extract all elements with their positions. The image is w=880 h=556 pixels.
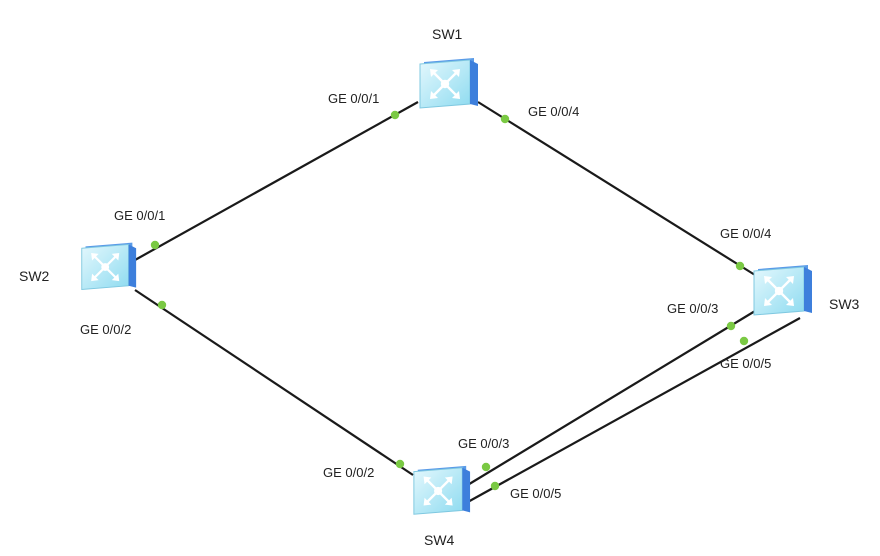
port-label-sw4-ge002: GE 0/0/2 (323, 465, 375, 480)
port-dot-sw1-ge001[interactable] (390, 110, 400, 120)
port-dot-sw3-ge003[interactable] (726, 321, 736, 331)
link-sw1-sw3[interactable] (477, 101, 756, 276)
port-dot-sw1-ge004[interactable] (500, 114, 510, 124)
port-label-sw1-ge004: GE 0/0/4 (528, 104, 580, 119)
switch-icon[interactable] (412, 464, 472, 516)
device-name-sw1: SW1 (432, 26, 463, 42)
device-name-sw2: SW2 (19, 268, 50, 284)
device-name-sw3: SW3 (829, 296, 860, 312)
switch-icon[interactable] (418, 56, 480, 110)
port-label-sw3-ge004: GE 0/0/4 (720, 226, 772, 241)
port-dots (150, 110, 749, 491)
port-dot-sw2-ge001[interactable] (150, 240, 160, 250)
port-label-sw1-ge001: GE 0/0/1 (328, 91, 380, 106)
link-sw2-sw4[interactable] (134, 289, 414, 476)
port-dot-sw4-ge005[interactable] (490, 481, 500, 491)
port-dot-sw4-ge002[interactable] (395, 459, 405, 469)
link-sw3-sw4-a[interactable] (465, 307, 761, 487)
port-dot-sw3-ge005[interactable] (739, 336, 749, 346)
device-name-sw4: SW4 (424, 532, 455, 548)
port-label-sw3-ge005: GE 0/0/5 (720, 356, 772, 371)
port-label-sw2-ge001: GE 0/0/1 (114, 208, 166, 223)
link-sw1-sw2[interactable] (134, 101, 419, 261)
port-label-sw4-ge003: GE 0/0/3 (458, 436, 510, 451)
links (134, 101, 801, 504)
port-label-sw2-ge002: GE 0/0/2 (80, 322, 132, 337)
switch-icon[interactable] (80, 241, 138, 291)
switch-icon[interactable] (752, 263, 814, 317)
port-dot-sw2-ge002[interactable] (157, 300, 167, 310)
link-sw3-sw4-b[interactable] (465, 317, 801, 504)
port-dot-sw4-ge003[interactable] (481, 462, 491, 472)
port-label-sw3-ge003: GE 0/0/3 (667, 301, 719, 316)
port-dot-sw3-ge004[interactable] (735, 261, 745, 271)
port-label-sw4-ge005: GE 0/0/5 (510, 486, 562, 501)
